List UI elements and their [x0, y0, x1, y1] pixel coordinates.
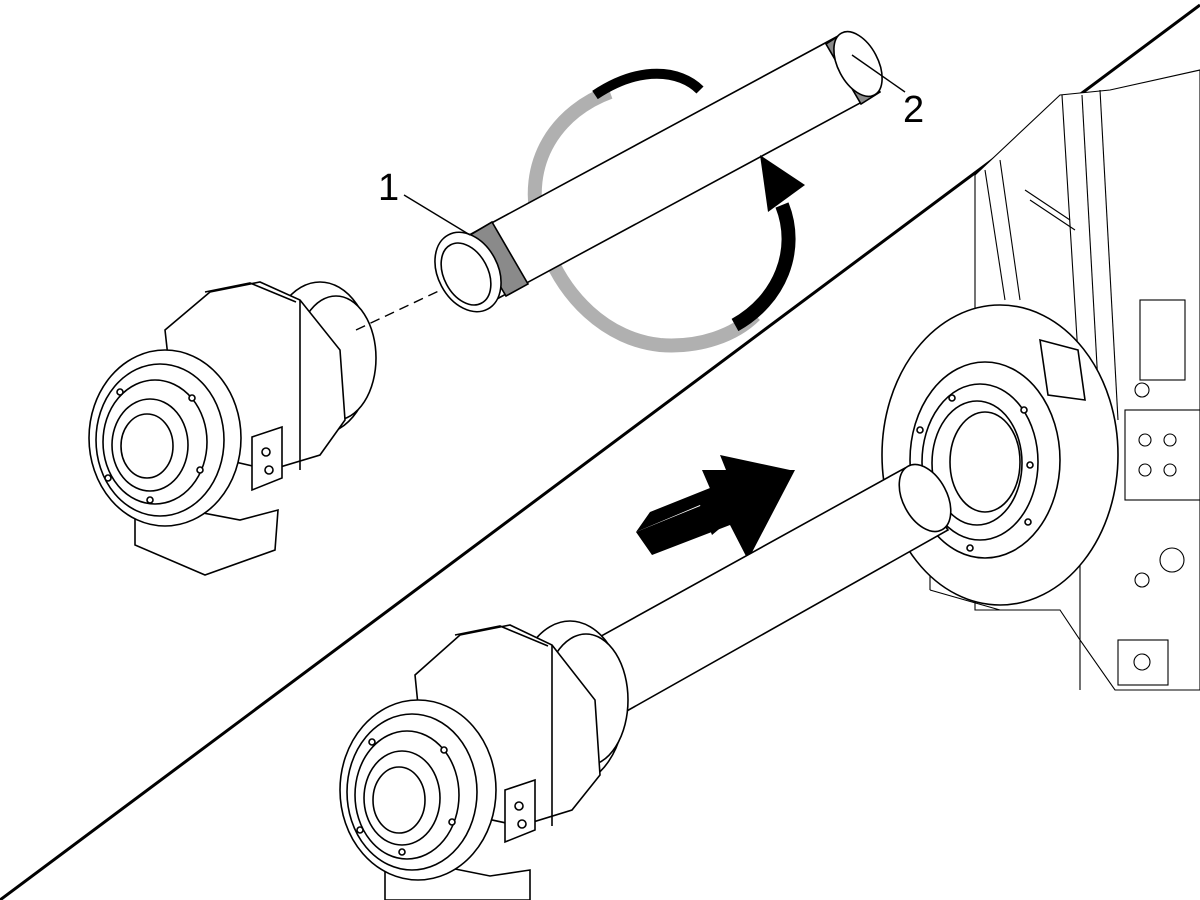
- callout-1: 1: [378, 167, 399, 209]
- spindle-housing-bottom: [339, 620, 629, 900]
- rotate-arrow-head: [731, 155, 805, 332]
- insertion-axis-line: [355, 287, 446, 331]
- inserted-tube: [583, 463, 952, 714]
- callout-1-leader: [403, 194, 471, 236]
- spindle-housing-top: [88, 281, 377, 576]
- rotate-arrow-icon: [527, 68, 760, 353]
- tube: [434, 30, 883, 313]
- callout-2-leader: [851, 54, 906, 93]
- machine-flange-disc: [881, 304, 1119, 606]
- callout-2: 2: [903, 89, 924, 131]
